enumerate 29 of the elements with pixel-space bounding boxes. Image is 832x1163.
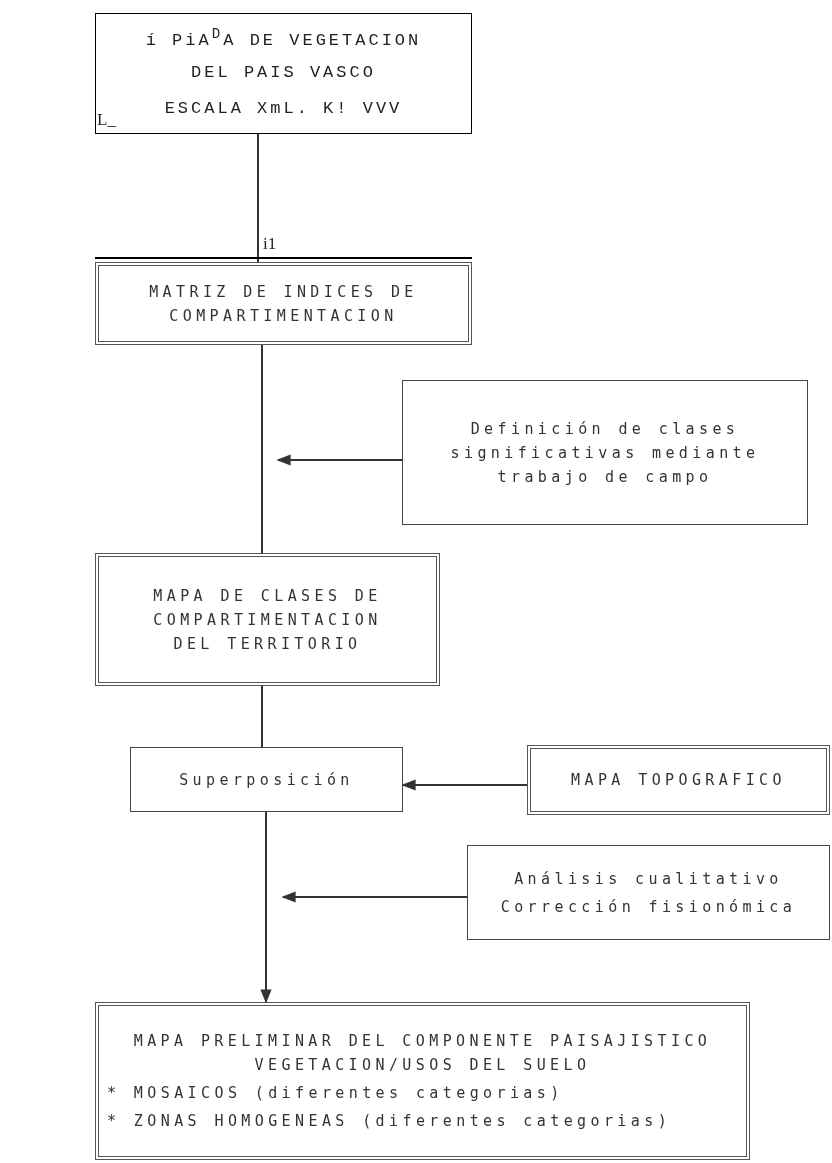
- process-box: [95, 262, 472, 345]
- arrow: [276, 454, 403, 466]
- process-box: [95, 1002, 750, 1160]
- box-text: MAPA DE CLASES DE COMPARTIMENTACION DEL TERRITORIO: [152, 585, 383, 655]
- box-text: MATRIZ DE INDICES DE COMPARTIMENTACION: [148, 281, 419, 327]
- connector-line: [261, 685, 263, 748]
- stray-text: L_: [97, 110, 116, 130]
- box-text: Superposición: [179, 769, 354, 791]
- box-text: Análisis cualitativo: [514, 868, 783, 890]
- process-box: [402, 380, 808, 525]
- box-text: Corrección fisionómica: [500, 896, 797, 918]
- arrow: [281, 891, 468, 903]
- box-text: Definición de clases significativas mediante trabajo de campo: [449, 418, 761, 488]
- process-box: [95, 553, 440, 686]
- box-text: ESCALA XmL. K! VVV: [164, 98, 403, 121]
- box-text: * MOSAICOS (diferentes categorias): [107, 1083, 564, 1104]
- box-text: MAPA PRELIMINAR DEL COMPONENTE PAISAJISTICO VEGETACION/USOS DEL SUELO: [132, 1031, 713, 1076]
- stray-text: i1: [263, 234, 277, 254]
- box-text: * ZONAS HOMOGENEAS (diferentes categorias): [107, 1111, 672, 1132]
- process-box: [130, 747, 403, 812]
- process-box: [95, 13, 472, 134]
- connector-line: [257, 133, 259, 263]
- connector-line: [261, 344, 263, 554]
- process-box: [527, 745, 830, 815]
- box-text: MAPA TOPOGRAFICO: [571, 770, 786, 791]
- arrow: [401, 779, 528, 791]
- process-box: [467, 845, 830, 940]
- arrow: [260, 811, 272, 1004]
- box-text: í PiA$^{D}$A DE VEGETACION DEL PAIS VASCO: [144, 25, 423, 85]
